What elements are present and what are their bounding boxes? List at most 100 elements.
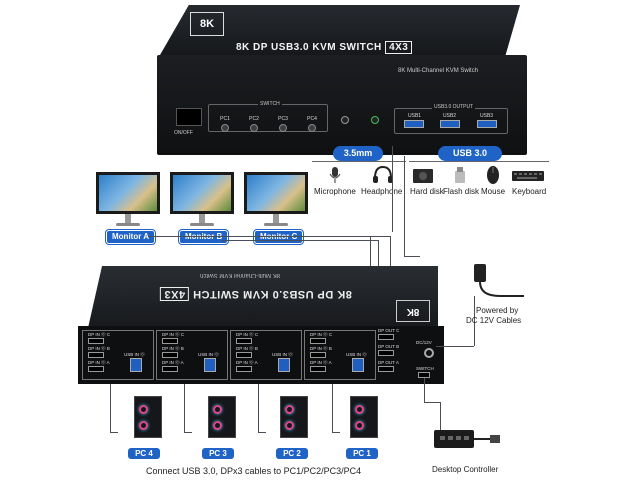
pc4-dp-in-c-port[interactable] <box>88 338 104 344</box>
pc2-tower <box>280 396 308 438</box>
pc3-label: PC 3 <box>202 448 234 459</box>
pc3-dp-in-c-label: DP IN ⓪ C <box>162 332 185 337</box>
pc2-usb-in-port[interactable] <box>278 358 290 372</box>
monitor-b-base <box>190 223 214 226</box>
usb-category-divider <box>409 161 549 162</box>
main-device-subtitle: 8K Multi-Channel KVM Switch <box>200 272 281 278</box>
hard-disk-label: Hard disk <box>410 187 444 196</box>
pc1-dp-in-a-port[interactable] <box>310 366 326 372</box>
pc2-button-label: PC2 <box>249 116 259 122</box>
dp-out-c-port[interactable] <box>378 334 394 340</box>
keyboard-label: Keyboard <box>512 187 547 196</box>
headphone-jack[interactable] <box>371 116 379 124</box>
pc4-dp-in-b-port[interactable] <box>88 352 104 358</box>
pc2-dp-in-c-port[interactable] <box>236 338 252 344</box>
main-device-title: 8K DP USB3.0 KVM SWITCH 4X3 <box>160 287 352 301</box>
desktop-controller-icon <box>434 430 500 448</box>
pc3-dp-in-c-port[interactable] <box>162 338 178 344</box>
flash-disk-label: Flash disk <box>443 187 480 196</box>
pc2-usb-in-label: USB IN ⓪ <box>272 352 293 357</box>
pc1-tower <box>350 396 378 438</box>
pc3-dp-in-b-port[interactable] <box>162 352 178 358</box>
controller-cable-v2 <box>440 402 441 430</box>
top-usb-cable <box>392 146 393 232</box>
pc3-button[interactable]: PC3 <box>273 116 293 132</box>
pc4-fan-bottom <box>139 421 148 430</box>
monitor-b-cable-h <box>222 240 378 241</box>
pc3-usb-in-port[interactable] <box>204 358 216 372</box>
pc1-usb-in-port[interactable] <box>352 358 364 372</box>
monitor-a-cable-h <box>148 236 370 237</box>
switch-port[interactable] <box>418 372 430 378</box>
usb-category-pill: USB 3.0 <box>438 146 502 161</box>
microphone-icon <box>329 167 341 183</box>
dp-out-c-label: DP OUT C <box>378 328 400 333</box>
pc3-usb-in-label: USB IN ⓪ <box>198 352 219 357</box>
monitor-a-screen <box>96 172 160 214</box>
controller-cable-v <box>424 378 425 402</box>
pc4-dp-in-a-port[interactable] <box>88 366 104 372</box>
monitor-c-base <box>264 223 288 226</box>
monitor-c-screen <box>244 172 308 214</box>
monitor-a-base <box>116 223 140 226</box>
microphone-jack[interactable] <box>341 116 349 124</box>
dp-out-b-port[interactable] <box>378 350 394 356</box>
audio-category-pill: 3.5mm <box>333 146 383 161</box>
pc4-tower <box>134 396 162 438</box>
keyboard-icon <box>512 171 544 181</box>
dp-out-a-label: DP OUT A <box>378 360 399 365</box>
pc1-button-knob <box>221 124 229 132</box>
pc2-dp-in-c-label: DP IN ⓪ C <box>236 332 259 337</box>
usb1-label: USB1 <box>408 113 422 119</box>
controller-cable-h <box>424 402 440 403</box>
pc1-fan-top <box>355 405 364 414</box>
pc2-dp-in-a-port[interactable] <box>236 366 252 372</box>
usb3-port[interactable] <box>477 120 497 128</box>
usb2-port[interactable] <box>440 120 460 128</box>
pc4-dp-in-a-label: DP IN ⓪ A <box>88 360 110 365</box>
pc1-cable <box>332 384 333 432</box>
pc1-dp-in-b-port[interactable] <box>310 352 326 358</box>
pc4-button[interactable]: PC4 <box>302 116 322 132</box>
pc4-button-label: PC4 <box>307 116 317 122</box>
power-switch[interactable] <box>176 108 202 126</box>
pc2-dp-in-b-port[interactable] <box>236 352 252 358</box>
monitor-b-screen <box>170 172 234 214</box>
pc3-fan-top <box>213 405 222 414</box>
pc2-button[interactable]: PC2 <box>244 116 264 132</box>
monitor-a-stand <box>125 214 131 224</box>
microphone-label: Microphone <box>314 187 356 196</box>
pc2-label: PC 2 <box>276 448 308 459</box>
pc3-fan-bottom <box>213 421 222 430</box>
dp-out-a-port[interactable] <box>378 366 394 372</box>
top-device-title: 8K DP USB3.0 KVM SWITCH 4X3 <box>236 41 413 54</box>
power-caption-line2: DC 12V Cables <box>466 316 522 325</box>
pc3-dp-in-b-label: DP IN ⓪ B <box>162 346 184 351</box>
pc1-button-label: PC1 <box>220 116 230 122</box>
switch-port-label: SWITCH <box>416 366 434 371</box>
pc1-label: PC 1 <box>346 448 378 459</box>
monitor-b-label: Monitor B <box>179 230 229 244</box>
power-caption-line1: Powered by <box>476 306 519 315</box>
pc4-usb-in-port[interactable] <box>130 358 142 372</box>
dc-power-jack[interactable] <box>424 348 434 358</box>
pc4-cable <box>110 384 111 432</box>
headphone-label: Headphone <box>361 187 403 196</box>
pc3-dp-in-a-port[interactable] <box>162 366 178 372</box>
pc1-dp-in-c-port[interactable] <box>310 338 326 344</box>
monitor-b-stand <box>199 214 205 224</box>
top-device-subtitle: 8K Multi-Channel KVM Switch <box>398 68 479 74</box>
top-device-top-panel <box>160 5 520 55</box>
pc4-dp-in-b-label: DP IN ⓪ B <box>88 346 110 351</box>
audio-category-divider <box>312 161 406 162</box>
pc1-button[interactable]: PC1 <box>215 116 235 132</box>
pc1-usb-in-label: USB IN ⓪ <box>346 352 367 357</box>
main-device-title-badge: 4X3 <box>160 287 190 301</box>
flash-disk-icon <box>455 167 465 183</box>
pc3-button-label: PC3 <box>278 116 288 122</box>
dc-12v-label: DC/12V <box>416 340 432 345</box>
switch-group-label: SWITCH <box>258 101 282 107</box>
pc4-label: PC 4 <box>128 448 160 459</box>
power-switch-label: ON/OFF <box>174 130 193 136</box>
usb1-port[interactable] <box>404 120 424 128</box>
